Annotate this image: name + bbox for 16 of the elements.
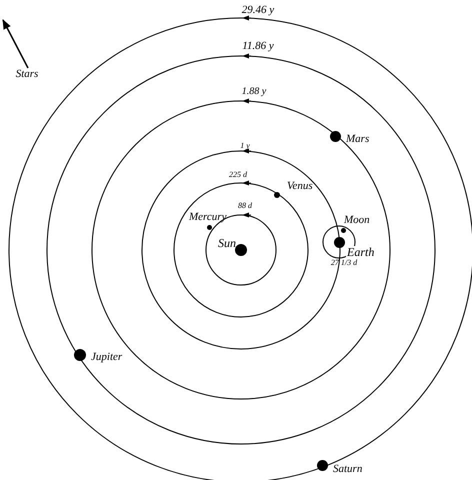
planet-label: Moon (344, 215, 370, 226)
planet-label: Mercury (189, 212, 226, 223)
planet-label: Sun (218, 237, 236, 249)
period-label: 1.88 y (242, 87, 266, 97)
period-label: 27 1/3 d (330, 259, 358, 267)
period-label: 1 y (240, 142, 250, 150)
direction-label: Stars (16, 69, 38, 80)
planet-label: Mars (346, 134, 370, 145)
period-label: 11.86 y (242, 41, 274, 52)
planet-label: Venus (287, 181, 313, 192)
planet-label: Earth (346, 246, 376, 258)
planet-label: Saturn (333, 464, 362, 475)
period-label: 225 d (229, 171, 247, 179)
period-label: 88 d (238, 202, 252, 210)
period-label: 29.46 y (242, 5, 274, 16)
planet-label: Jupiter (91, 352, 122, 363)
